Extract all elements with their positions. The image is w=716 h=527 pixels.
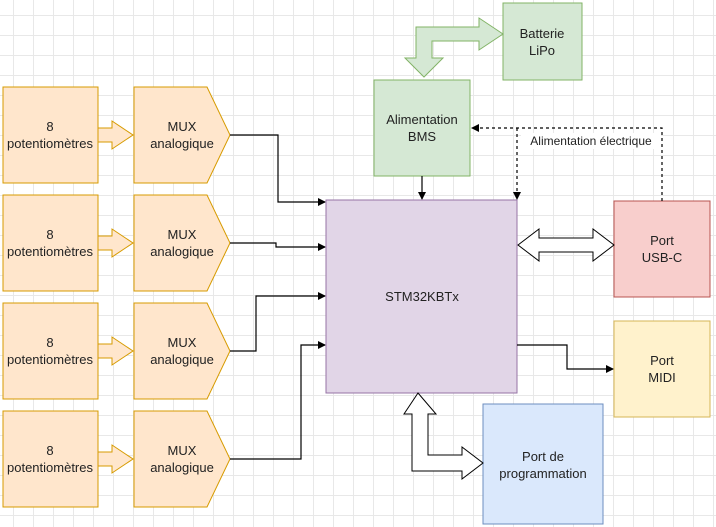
pot-label: potentiomètres [7,244,93,259]
midi-port-box[interactable] [613,320,711,418]
mux-sub-label: analogique [150,244,214,259]
pot-count: 8 [46,335,53,350]
pot-label: potentiomètres [7,136,93,151]
pot-label: potentiomètres [7,460,93,475]
block-arrow-mcu-usb [517,227,615,263]
bms-label: Alimentation [386,112,458,127]
svg-text:8: 8 [46,227,53,242]
svg-text:potentiomètres: potentiomètres [7,244,93,259]
midi-type-label: MIDI [648,370,675,385]
pot-count: 8 [46,227,53,242]
svg-text:USB-C: USB-C [642,250,682,265]
programming-label: Port de [522,449,564,464]
svg-text:LiPo: LiPo [529,43,555,58]
mux-sub-label: analogique [150,136,214,151]
mux-label: MUX [168,443,197,458]
potentiometers-box[interactable] [2,86,99,184]
svg-text:8: 8 [46,119,53,134]
svg-text:8: 8 [46,443,53,458]
svg-text:Alimentation: Alimentation [386,112,458,127]
programming-sub-label: programmation [499,466,586,481]
mux-box[interactable] [133,302,231,400]
midi-label: Port [650,353,674,368]
mux-label: MUX [168,119,197,134]
pot-label: potentiomètres [7,352,93,367]
block-arrow-right [97,228,134,258]
mux-box[interactable] [133,194,231,292]
svg-text:potentiomètres: potentiomètres [7,136,93,151]
usb-port-box[interactable] [613,200,711,298]
mcu-label: STM32KBTx [385,289,459,304]
connector-mux4-mcu [230,341,326,460]
pot-group-2: 8 potentiomètres MUX analogique [2,194,231,292]
svg-text:potentiomètres: potentiomètres [7,460,93,475]
battery-type-label: LiPo [529,43,555,58]
svg-text:Port de: Port de [522,449,564,464]
svg-text:Batterie: Batterie [520,26,565,41]
svg-text:programmation: programmation [499,466,586,481]
block-arrow-right [97,336,134,366]
mux-box[interactable] [133,86,231,184]
svg-text:BMS: BMS [408,129,437,144]
pot-group-3: 8 potentiomètres MUX analogique [2,302,231,400]
power-label: Alimentation électrique [530,134,652,148]
pot-count: 8 [46,443,53,458]
mcu-box[interactable] [325,199,518,394]
svg-text:MUX: MUX [168,335,197,350]
connector-mux3-mcu [230,292,326,352]
svg-text:MUX: MUX [168,443,197,458]
connector-mcu-midi [517,344,614,373]
svg-text:analogique: analogique [150,352,214,367]
block-arrow-mcu-programming [403,392,484,481]
svg-text:8: 8 [46,335,53,350]
bms-sub-label: BMS [408,129,437,144]
svg-text:analogique: analogique [150,460,214,475]
block-arrow-battery-bms [403,17,504,78]
power-connector-usb-bms [471,124,663,201]
mux-sub-label: analogique [150,352,214,367]
bms-box[interactable] [373,79,471,177]
potentiometers-box[interactable] [2,194,99,292]
svg-text:MIDI: MIDI [648,370,675,385]
svg-text:potentiomètres: potentiomètres [7,352,93,367]
potentiometers-box[interactable] [2,302,99,400]
potentiometers-box[interactable] [2,410,99,508]
svg-text:analogique: analogique [150,136,214,151]
svg-text:analogique: analogique [150,244,214,259]
pot-group-4: 8 potentiomètres MUX analogique [2,410,231,508]
connector-mux1-mcu [230,134,326,206]
svg-text:MUX: MUX [168,119,197,134]
usb-label: Port [650,233,674,248]
battery-box[interactable] [502,2,583,81]
svg-text:Alimentation électrique: Alimentation électrique [530,134,652,148]
pot-count: 8 [46,119,53,134]
connector-mux2-mcu [230,242,326,251]
mux-label: MUX [168,335,197,350]
battery-label: Batterie [520,26,565,41]
svg-text:Port: Port [650,353,674,368]
svg-text:MUX: MUX [168,227,197,242]
pot-group-1: 8 potentiomètres MUX analogique [2,86,231,184]
mux-sub-label: analogique [150,460,214,475]
block-arrow-right [97,120,134,150]
programming-port-box[interactable] [482,403,604,525]
power-label-bg [521,133,661,149]
svg-text:STM32KBTx: STM32KBTx [385,289,459,304]
mux-label: MUX [168,227,197,242]
svg-text:Port: Port [650,233,674,248]
mux-box[interactable] [133,410,231,508]
block-arrow-right [97,444,134,474]
usb-type-label: USB-C [642,250,682,265]
